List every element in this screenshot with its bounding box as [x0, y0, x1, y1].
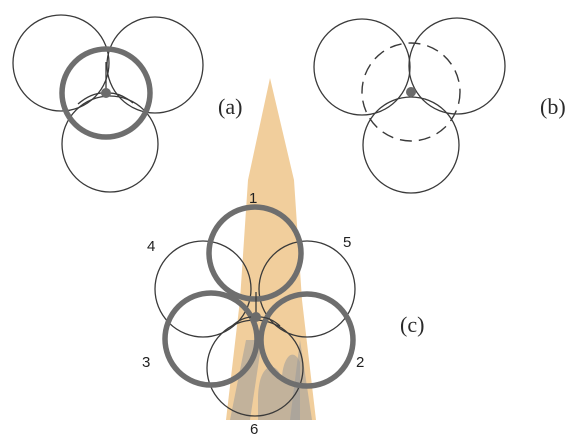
panel-a-circle-left — [12, 14, 110, 112]
panel-a-center-dot — [101, 88, 111, 98]
panel-c-circle-1-bold — [206, 204, 304, 302]
panel-b-circle-left — [313, 18, 411, 116]
panel-a-circle-right — [106, 16, 204, 114]
panel-a-circle-center-bold — [59, 46, 153, 140]
panel-b — [313, 17, 506, 194]
panel-c-number-1: 1 — [249, 190, 257, 207]
panel-c-circle-4 — [154, 240, 252, 338]
panel-c-circle-2-bold — [258, 291, 356, 389]
panel-c-number-4: 4 — [147, 238, 155, 255]
panel-b-dashed-circle — [361, 42, 461, 142]
panel-c-number-6: 6 — [250, 421, 258, 437]
panel-b-label: (b) — [540, 94, 566, 119]
panel-a — [12, 14, 204, 193]
panel-b-center-dot — [406, 87, 416, 97]
panel-c-circle-5 — [258, 240, 356, 338]
panel-c-center-dot — [251, 312, 261, 322]
panel-c — [154, 204, 356, 417]
panel-c-number-3: 3 — [142, 354, 150, 371]
panel-c-circle-3-bold — [162, 290, 260, 388]
panel-b-circle-bottom — [362, 96, 460, 194]
panel-c-number-5: 5 — [343, 234, 351, 251]
panel-c-label: (c) — [400, 312, 424, 337]
panel-a-label: (a) — [218, 94, 242, 119]
panel-b-circle-right — [408, 17, 506, 115]
panel-c-number-2: 2 — [356, 354, 364, 371]
